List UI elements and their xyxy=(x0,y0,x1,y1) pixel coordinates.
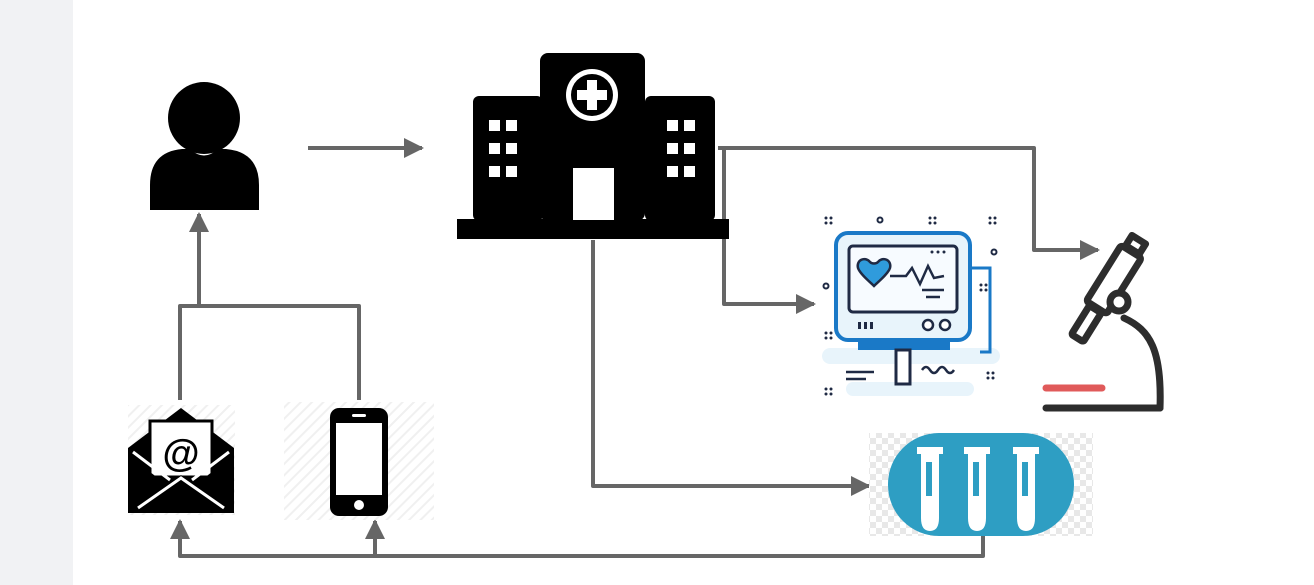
connector-hospital-to-microscope xyxy=(718,146,1100,260)
connector-email-to-patient xyxy=(178,304,361,400)
connector-test-tubes-to-email xyxy=(170,519,985,558)
connector-hospital-to-test-tubes xyxy=(591,240,871,496)
heart-monitor-icon xyxy=(822,216,1000,396)
connectors xyxy=(170,138,1100,558)
smartphone-icon xyxy=(284,402,434,520)
person-icon xyxy=(150,82,259,210)
left-margin-strip xyxy=(0,0,73,585)
email-at-symbol: @ xyxy=(162,433,199,475)
connector-hospital-to-monitor xyxy=(722,148,816,314)
email-icon: @ xyxy=(128,405,235,515)
hospital-icon xyxy=(457,53,729,239)
test-tubes-icon xyxy=(869,433,1093,536)
microscope-icon xyxy=(1042,231,1164,412)
